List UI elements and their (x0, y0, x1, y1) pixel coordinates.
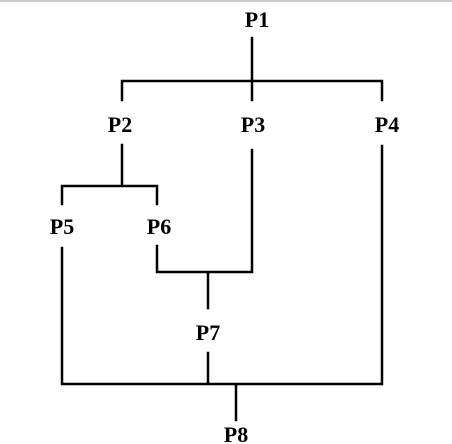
node-p1: P1 (245, 7, 269, 32)
edge-p5-p7-p4-join (60, 144, 384, 422)
node-p2: P2 (108, 112, 132, 137)
node-p8: P8 (224, 422, 248, 444)
node-p4: P4 (375, 112, 399, 137)
edge-p2-fork (60, 143, 159, 206)
node-p3: P3 (241, 112, 265, 137)
node-p5: P5 (50, 214, 74, 239)
window-top-border (0, 0, 452, 2)
node-p6: P6 (147, 214, 171, 239)
edge-p6-p3-join (155, 148, 254, 310)
edge-p1-fork (120, 36, 384, 102)
node-p7: P7 (196, 320, 220, 345)
